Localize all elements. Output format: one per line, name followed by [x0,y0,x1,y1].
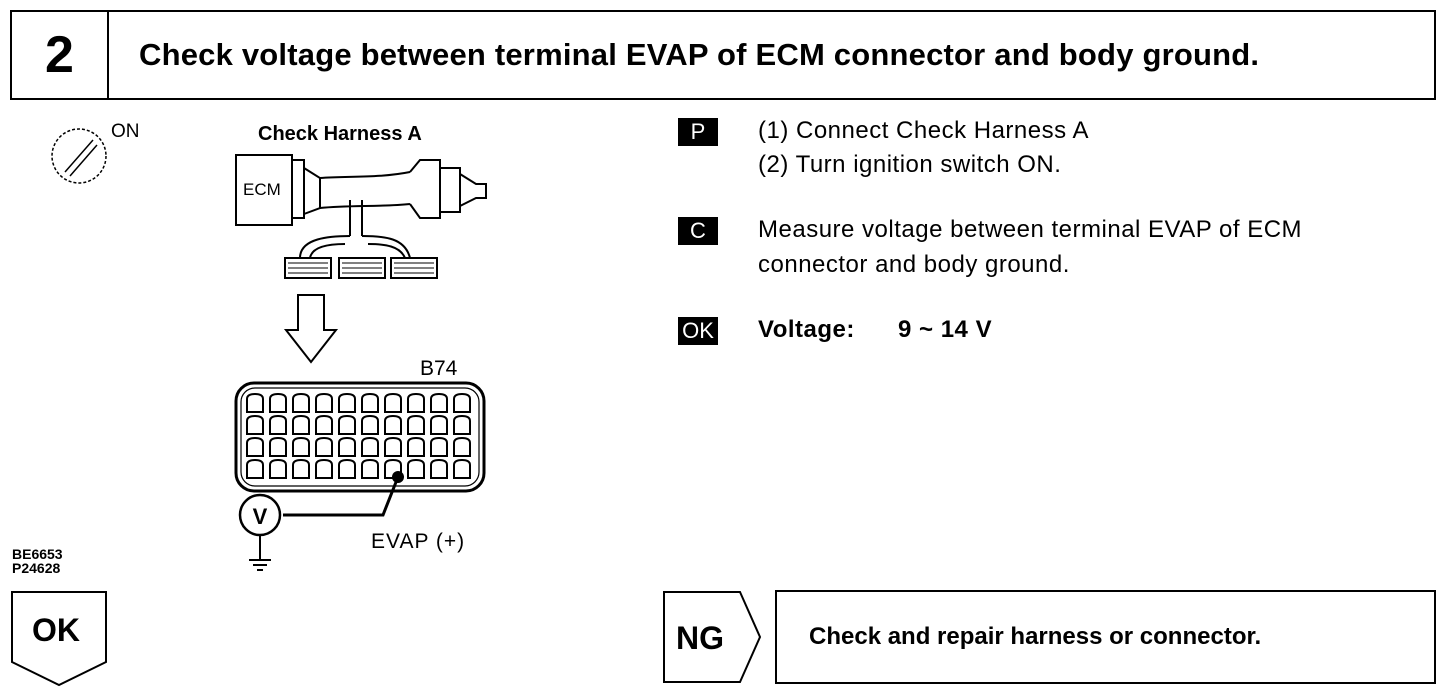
ok-spec-label: Voltage: [758,316,855,343]
step-header: 2 Check voltage between terminal EVAP of… [10,10,1436,100]
connector-pin [361,414,379,435]
ecm-label: ECM [243,180,281,199]
connector-pin [246,392,264,413]
connector-pin [292,414,310,435]
connector-pin [430,414,448,435]
ng-action-text: Check and repair harness or connector. [809,623,1262,650]
connector-pin [384,436,402,457]
ok-tag: OK [678,317,718,345]
connector-pin [315,414,333,435]
check-line-2: connector and body ground. [758,251,1070,278]
prep-line-2: (2) Turn ignition switch ON. [758,151,1062,178]
connector-pin [315,458,333,479]
wiring-diagram: V [51,128,487,571]
figure-code-1: BE6653 [12,546,63,562]
connector-pin [338,458,356,479]
ng-result-label: NG [676,620,724,656]
connector-pin [430,436,448,457]
connector-pin [246,458,264,479]
connector-pin [292,436,310,457]
connector-pin [269,436,287,457]
connector-pin [384,392,402,413]
connector-pin [407,436,425,457]
connector-pin [338,414,356,435]
check-tag: C [678,217,718,245]
down-arrow-icon [283,294,339,364]
ng-flag [663,591,762,683]
connector-pin [384,414,402,435]
step-title: Check voltage between terminal EVAP of E… [139,37,1260,72]
ng-action-box: Check and repair harness or connector. [775,590,1436,684]
ok-spec-value: 9 ~ 14 V [898,316,993,343]
ok-result-label: OK [32,612,80,648]
ok-flag [11,591,107,687]
meter-label: V [253,504,268,529]
connector-pin [430,458,448,479]
connector-pin [407,392,425,413]
connector-pin [453,392,471,413]
connector-pin [384,458,402,479]
step-number: 2 [12,12,109,98]
voltmeter-icon [238,471,404,571]
connector-b74-icon [234,381,486,493]
connector-pin [246,436,264,457]
connector-pin [292,458,310,479]
prep-line-1: (1) Connect Check Harness A [758,117,1089,144]
connector-pin [430,392,448,413]
ignition-label: ON [111,121,140,142]
connector-pin [407,458,425,479]
connector-pin [338,436,356,457]
connector-pin [269,458,287,479]
connector-pin [269,414,287,435]
connector-pin [246,414,264,435]
check-line-1: Measure voltage between terminal EVAP of… [758,216,1303,243]
connector-pin [292,392,310,413]
figure-code-2: P24628 [12,560,61,576]
connector-pin [407,414,425,435]
connector-pin [315,392,333,413]
check-harness-icon [235,154,487,279]
connector-id: B74 [420,357,458,380]
probe-label: EVAP (+) [371,530,466,553]
connector-pin [453,414,471,435]
connector-pin [453,458,471,479]
ignition-key-icon [51,128,107,184]
connector-pin [269,392,287,413]
connector-pin [338,392,356,413]
connector-pin [361,392,379,413]
harness-title: Check Harness A [258,123,422,145]
connector-pin [315,436,333,457]
connector-pin [361,458,379,479]
prep-tag: P [678,118,718,146]
connector-pin [361,436,379,457]
connector-pin [453,436,471,457]
